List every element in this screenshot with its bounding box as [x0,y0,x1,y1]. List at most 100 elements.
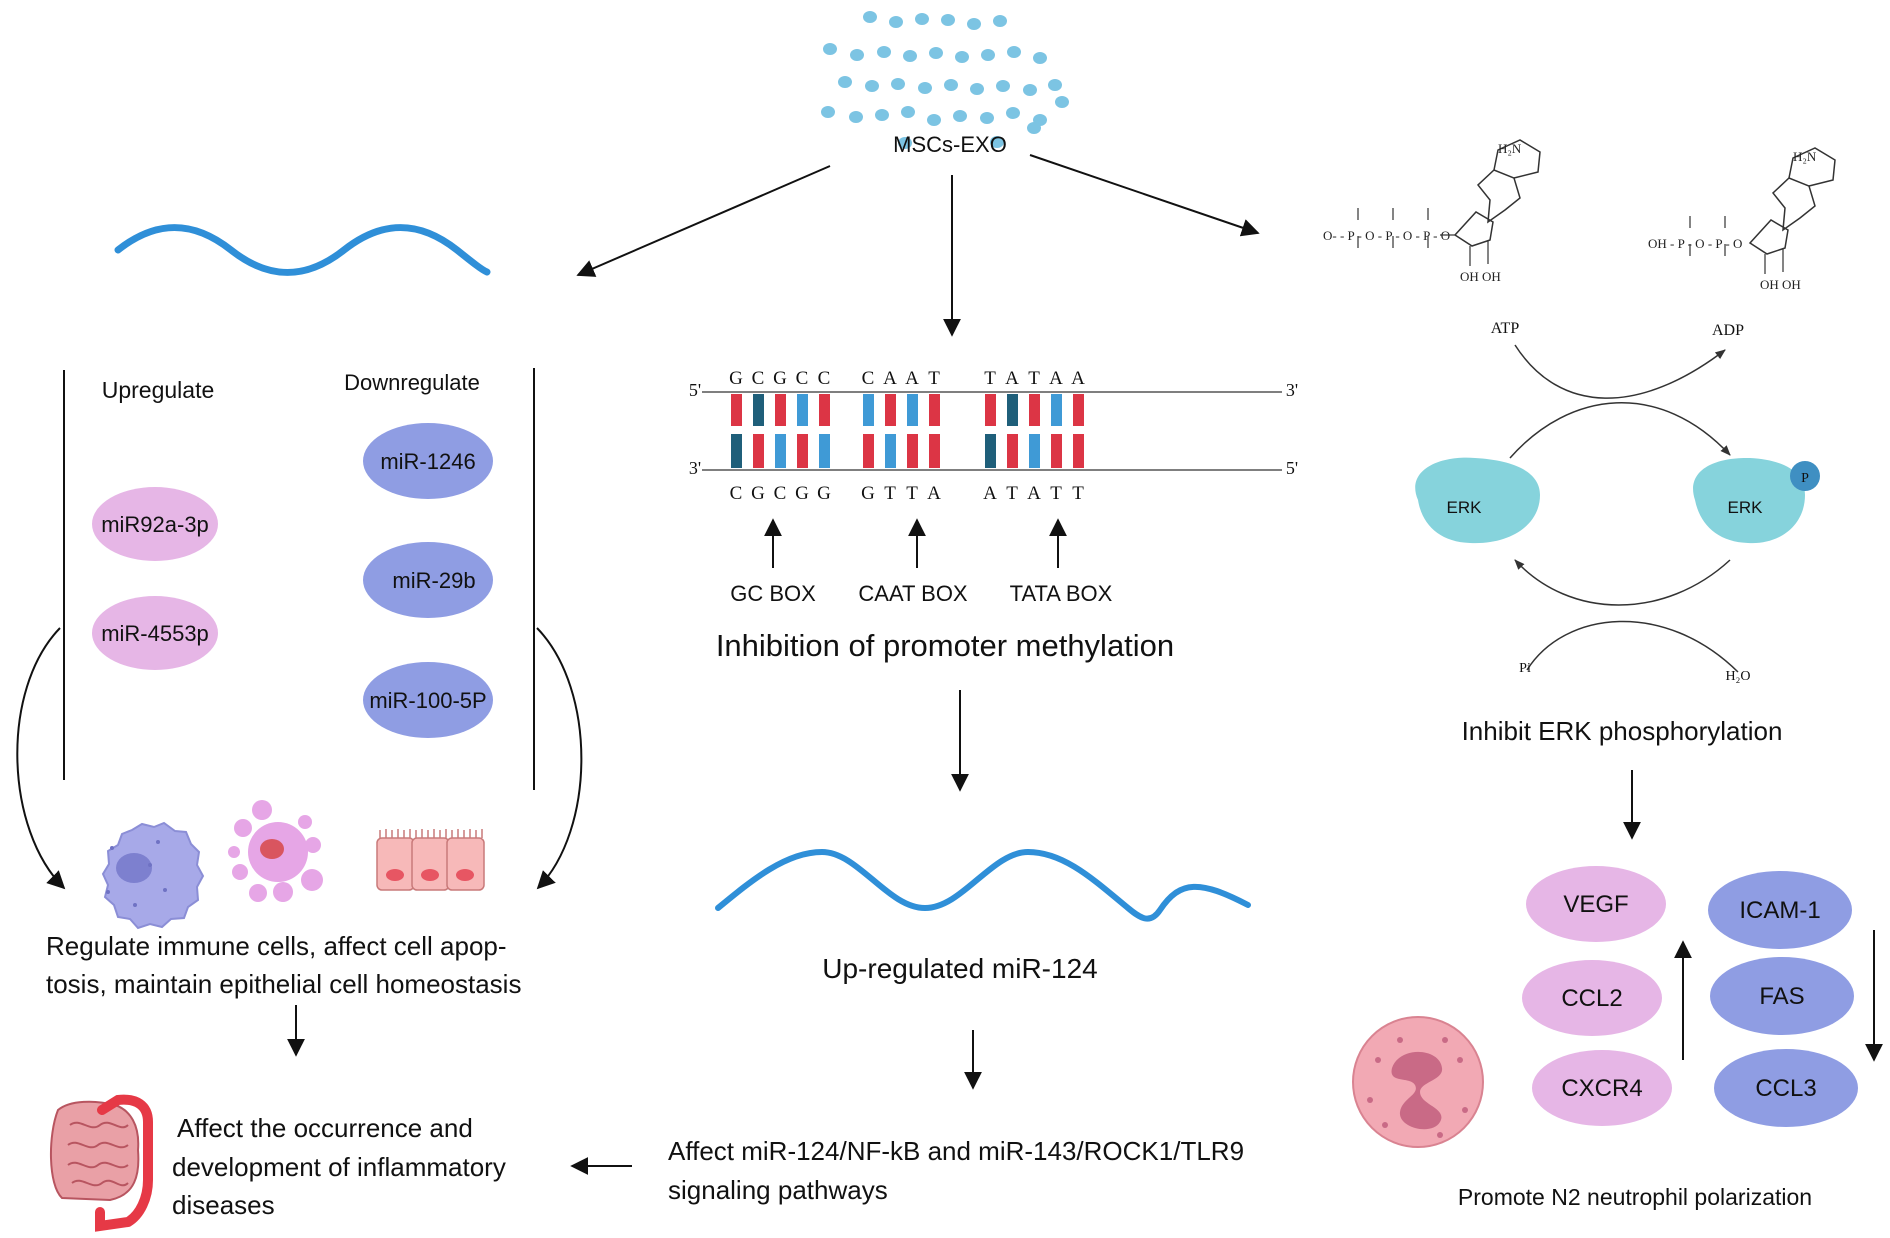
erk-title: Inhibit ERK phosphorylation [1462,716,1783,746]
dna-base-bottom: G [751,483,765,504]
dna-base-bottom: G [861,483,875,504]
upregulated-mirna-2: miR-4553p [92,596,218,670]
dna-base-top: G [729,368,743,389]
dna-base-top: A [883,368,897,389]
pathway-text-line1: Affect miR-124/NF-kB and miR-143/ROCK1/T… [668,1136,1244,1166]
dephosphorylation-arc [1514,559,1731,606]
downregulated-factor-1: ICAM-1 [1708,871,1852,949]
atp-label: ATP [1491,320,1520,337]
methylation-title: Inhibition of promoter methylation [716,628,1174,663]
dna-base-top: T [928,368,940,389]
factor-label: VEGF [1563,891,1628,918]
mirna-label: miR-4553p [101,621,209,646]
source-label: MSCs-EXO [893,132,1007,157]
factor-label: CCL3 [1755,1075,1816,1102]
dna-base-bottom: C [730,483,743,504]
adp-structure-icon: OH - P - O - P - O OH OH H₂N [1648,147,1836,292]
dna-base-bottom: C [774,483,787,504]
dna-base-bottom: T [884,483,896,504]
tata-box-label: TATA BOX [1010,581,1113,606]
dna-base-top: A [905,368,919,389]
dna-base-top: T [984,368,996,389]
strand-end-label: 3' [689,458,701,478]
adp-label: ADP [1712,322,1744,339]
immune-cell-icon [228,800,323,902]
curved-arrow-left [16,627,66,890]
arrow-to-right-panel [1029,154,1260,237]
upregulated-factor-1: VEGF [1526,866,1666,942]
disease-text-line3: diseases [172,1190,275,1220]
dna-base-bottom: T [1072,483,1084,504]
epithelial-cells-icon [376,829,485,891]
dna-base-top: C [818,368,831,389]
dna-base-top: G [773,368,787,389]
downregulated-factor-3: CCL3 [1714,1049,1858,1127]
atp-amine: H₂N [1498,141,1522,156]
dna-base-bottom: G [795,483,809,504]
pi-label: Pi [1519,661,1531,676]
upregulated-factor-2: CCL2 [1522,960,1662,1036]
downregulate-label: Downregulate [344,370,480,395]
dna-base-bottom: T [1050,483,1062,504]
arrow-to-left-panel [576,165,831,277]
downregulated-factor-2: FAS [1710,957,1854,1035]
downregulated-mirna-2: miR-29b [363,542,493,618]
mir124-wave-icon [715,848,1251,922]
upregulated-factor-3: CXCR4 [1532,1050,1672,1126]
atp-hydroxyls: OH OH [1460,269,1501,284]
curved-arrow-right [536,627,583,890]
erk-phosphorylated-icon: ERK P [1693,457,1820,544]
dna-base-top: C [862,368,875,389]
strand-end-label: 5' [1286,458,1298,478]
mirna-label: miR-100-5P [369,688,486,713]
mir124-label: Up-regulated miR-124 [822,953,1097,984]
dna-base-top: A [1005,368,1019,389]
dna-base-bottom: T [1006,483,1018,504]
caat-box-label: CAAT BOX [858,581,968,606]
dna-base-bottom: A [1027,483,1041,504]
erk-unphosphorylated-icon: ERK [1415,457,1540,544]
pathway-text-line2: signaling pathways [668,1175,888,1205]
outcome-text-line1: Regulate immune cells, affect cell apop- [46,931,507,961]
outcome-text-line2: tosis, maintain epithelial cell homeosta… [46,969,521,999]
erk-label: ERK [1447,498,1483,517]
dna-base-top: A [1049,368,1063,389]
downregulated-mirna-1: miR-1246 [363,423,493,499]
factor-label: FAS [1759,983,1804,1010]
strand-end-label: 5' [689,380,701,400]
adp-amine: H₂N [1793,149,1817,164]
strand-end-label: 3' [1286,380,1298,400]
upregulate-label: Upregulate [102,377,215,403]
factor-label: ICAM-1 [1739,897,1820,924]
downregulated-mirna-3: miR-100-5P [363,662,493,738]
atp-phosphate-chain: O- - P - O - P - O - P - O [1323,228,1450,243]
adp-hydroxyls: OH OH [1760,277,1801,292]
dna-base-bottom: T [906,483,918,504]
pi-to-water-arc [1526,620,1739,673]
exosome-dots-icon [821,11,1069,149]
mirna-label: miR-29b [392,568,475,593]
intestine-icon [50,1094,153,1232]
factor-label: CCL2 [1561,985,1622,1012]
dna-base-bottom: G [817,483,831,504]
dna-base-top: T [1028,368,1040,389]
upregulated-mirna-1: miR92a-3p [92,487,218,561]
phosphorylation-arc [1509,402,1731,459]
dna-base-top: A [1071,368,1085,389]
factor-label: CXCR4 [1561,1075,1642,1102]
mirna-label: miR-1246 [380,449,475,474]
adp-phosphate-chain: OH - P - O - P - O [1648,236,1742,251]
dna-base-top: C [796,368,809,389]
atp-structure-icon: O- - P - O - P - O - P - O OH OH H₂N [1323,139,1541,284]
mirna-label: miR92a-3p [101,512,209,537]
neutrophil-icon [1352,1016,1484,1148]
dna-base-bottom: A [983,483,997,504]
dna-base-bottom: A [927,483,941,504]
macrophage-cell-icon [101,821,205,930]
atp-to-adp-arc [1514,344,1726,399]
mirna-wave-icon [114,224,491,276]
gc-box-label: GC BOX [730,581,816,606]
polarization-label: Promote N2 neutrophil polarization [1458,1184,1812,1210]
